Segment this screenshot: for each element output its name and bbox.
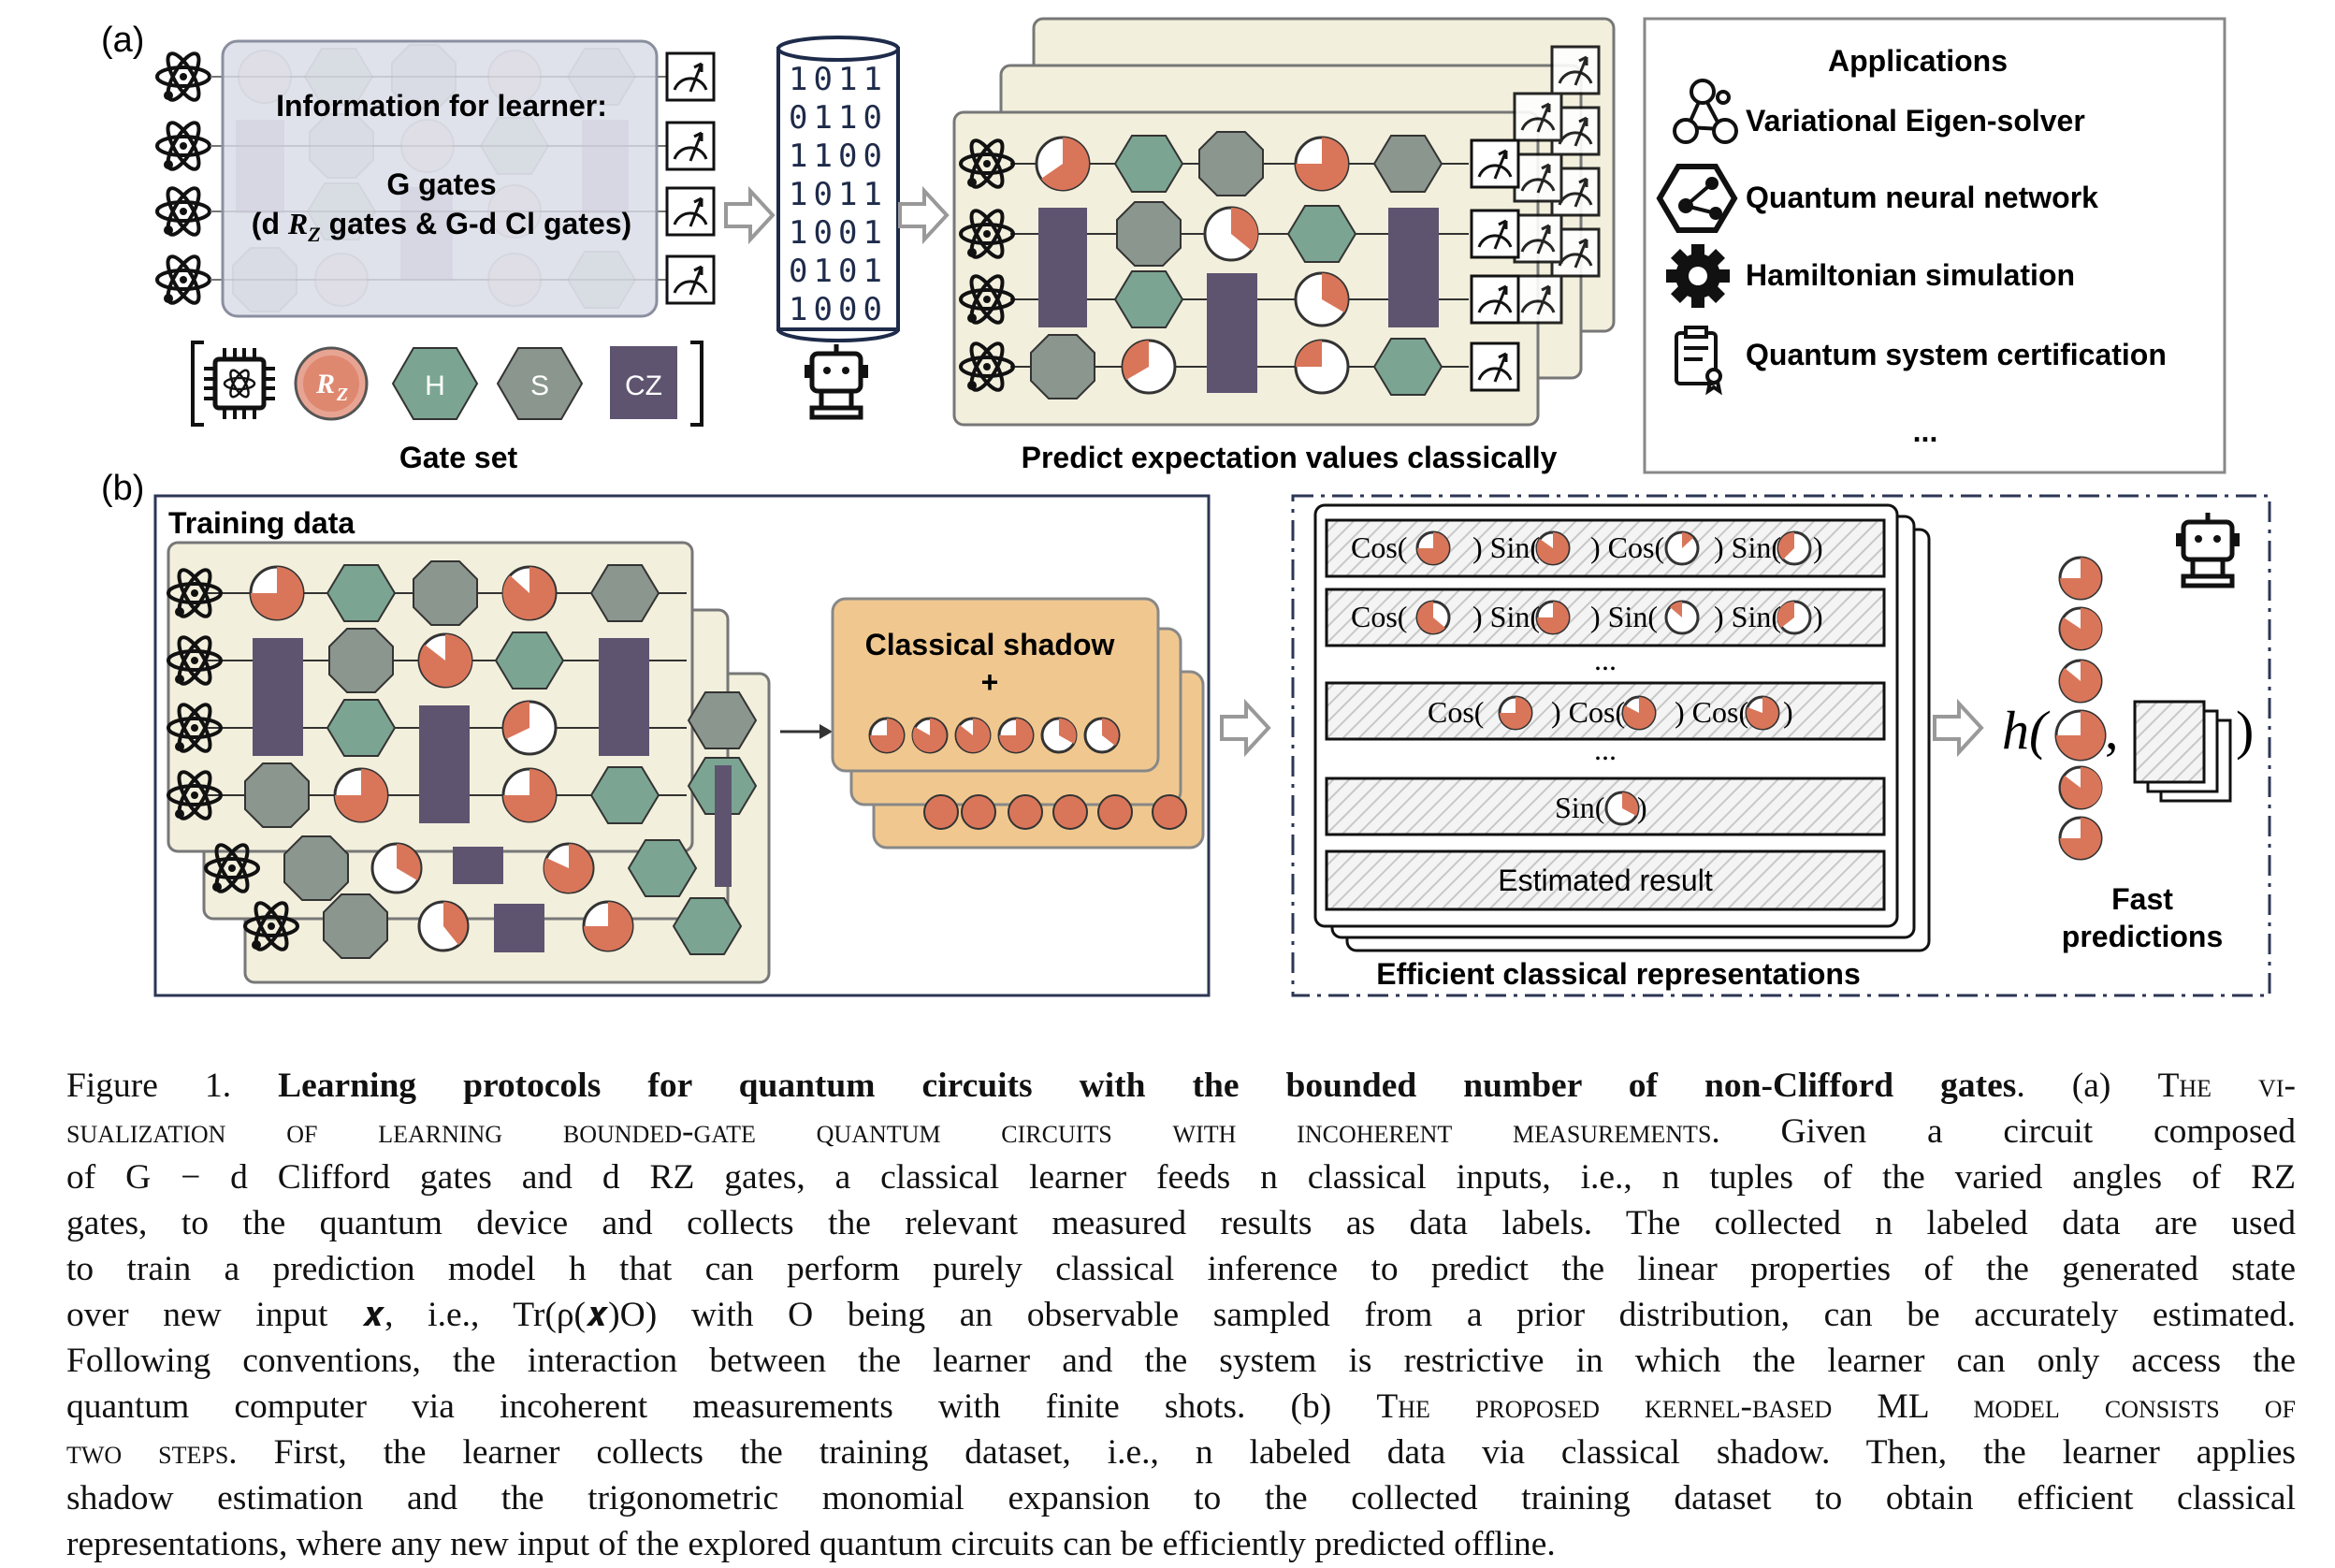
learner-info-breakdown: (d RZ gates & G-d Cl gates) [252,207,631,246]
svg-text:H: H [425,370,445,401]
applications-more: ... [1913,414,1938,448]
binary-row: 1100 [789,138,888,175]
fast-predictions-label: Fast [2111,882,2173,916]
caption-title: Learning protocols for quantum circuits … [278,1067,2017,1105]
sin-term: ) Sin( [1472,530,1540,564]
measurement-meters-a [665,51,716,305]
training-circuit-gates [244,560,660,828]
estimated-result-box [1325,849,1886,911]
learner-info-title: Information for learner: [276,89,607,123]
svg-text:...: ... [1594,643,1617,676]
shadow-pies [868,717,1121,754]
cos-term: Cos( [1351,530,1407,564]
gate-set: R Z H S CZ [191,341,703,427]
application-label: Quantum system certification [1746,338,2167,371]
application-label: Quantum neural network [1746,181,2098,214]
qubit-atoms-a [155,47,211,310]
robot-icon [2176,513,2240,586]
binary-row: 1000 [789,291,888,328]
applications-title: Applications [1828,44,2008,78]
panel-b-label: (b) [101,469,144,508]
gate-set-label: Gate set [399,441,518,474]
svg-text:) Cos(: ) Cos( [1551,695,1625,729]
predict-label: Predict expectation values classically [1022,441,1558,474]
estimated-result-label: Estimated result [1498,864,1713,897]
panel-a-label: (a) [101,21,144,60]
representations-label: Efficient classical representations [1376,957,1861,991]
representation-pies [1415,530,1812,826]
arrow-icon [724,189,775,241]
svg-text:): ) [1783,695,1793,729]
front-circuit-gates [1030,131,1443,399]
svg-text:): ) [1813,530,1823,564]
gear-icon [1666,244,1730,308]
svg-text:): ) [1813,600,1823,633]
molecule-icon [1673,79,1738,144]
svg-text:S: S [530,370,549,401]
binary-row: 1011 [789,61,888,98]
representation-row [1325,777,1886,836]
binary-row: 0101 [789,253,888,290]
arrow-icon [898,189,949,241]
learner-info-gates: G gates [386,167,496,201]
svg-text:R: R [315,369,335,399]
input-pies-column [2054,556,2107,861]
svg-text:): ) [2236,700,2254,761]
svg-text:CZ: CZ [625,370,662,401]
h-function: h( [2002,700,2051,761]
figure-caption: Figure 1. Learning protocols for quantum… [66,1067,2297,1563]
svg-text:...: ... [1594,733,1617,766]
figure-diagram: (a) Information for learner: G gates [101,17,2271,997]
svg-text:Sin(: Sin( [1555,791,1604,824]
svg-text:,: , [2105,700,2119,761]
arrow-icon [1220,702,1270,754]
svg-text:) Cos(: ) Cos( [1675,695,1748,729]
svg-text:Cos(: Cos( [1351,600,1407,633]
shadow-label: Classical shadow [865,628,1115,661]
quantum-chip-icon [204,348,275,419]
binary-row: 1011 [789,176,888,213]
binary-row: 1001 [789,214,888,252]
application-label: Hamiltonian simulation [1746,258,2075,292]
figure-number: Figure 1. [66,1067,232,1105]
svg-text:) Sin(: ) Sin( [1472,600,1540,633]
svg-text:Z: Z [336,385,348,405]
shadow-plus: + [981,665,999,699]
representation-row [1325,681,1886,741]
applications-box [1643,17,2226,474]
binary-data-cylinder [776,36,900,342]
svg-text:): ) [1637,791,1647,824]
binary-row: 0110 [789,99,888,137]
cos-term: ) Cos( [1590,530,1664,564]
sin-term: ) Sin( [1714,530,1781,564]
svg-text:) Sin(: ) Sin( [1714,600,1781,633]
learner-info-box [221,39,659,318]
svg-text:) Sin(: ) Sin( [1590,600,1658,633]
robot-icon [805,344,868,417]
stacked-representation-icon [2133,700,2232,803]
training-label: Training data [168,506,355,540]
svg-text:Cos(: Cos( [1428,695,1484,729]
neural-network-icon [1656,164,1738,233]
certificate-icon [1675,326,1722,396]
application-label: Variational Eigen-solver [1746,104,2085,138]
fast-predictions-label-2: predictions [2062,920,2223,953]
